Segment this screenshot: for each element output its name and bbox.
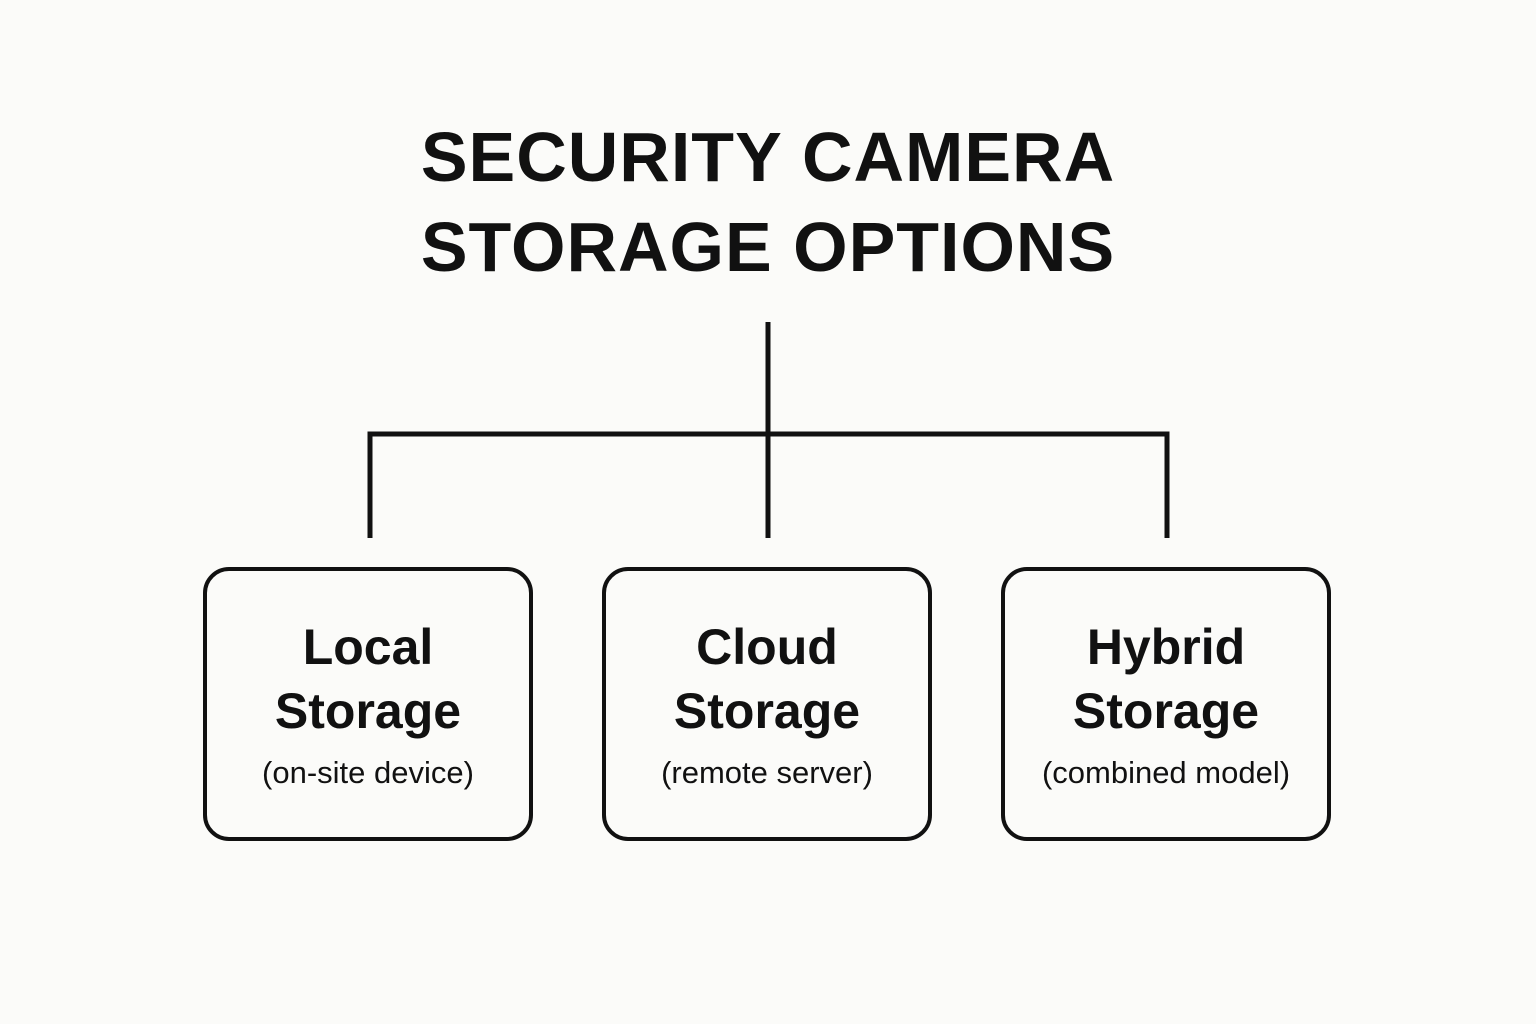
option-title: Cloud	[696, 619, 838, 675]
branch-line	[367, 431, 1170, 538]
option-title: Storage	[1072, 683, 1260, 739]
option-title: Local	[302, 619, 434, 675]
option-title: Hybrid	[1086, 619, 1246, 675]
option-description: (on-site device)	[262, 755, 474, 790]
option-description: (combined model)	[1041, 755, 1291, 790]
title-line-1: SECURITY CAMERA	[420, 118, 1116, 196]
option-title: Storage	[274, 683, 462, 739]
title-line-2: STORAGE OPTIONS	[420, 208, 1116, 286]
diagram-title: SECURITY CAMERA STORAGE OPTIONS	[0, 112, 1536, 292]
option-description: (remote server)	[661, 755, 873, 790]
option-title: Storage	[673, 683, 861, 739]
